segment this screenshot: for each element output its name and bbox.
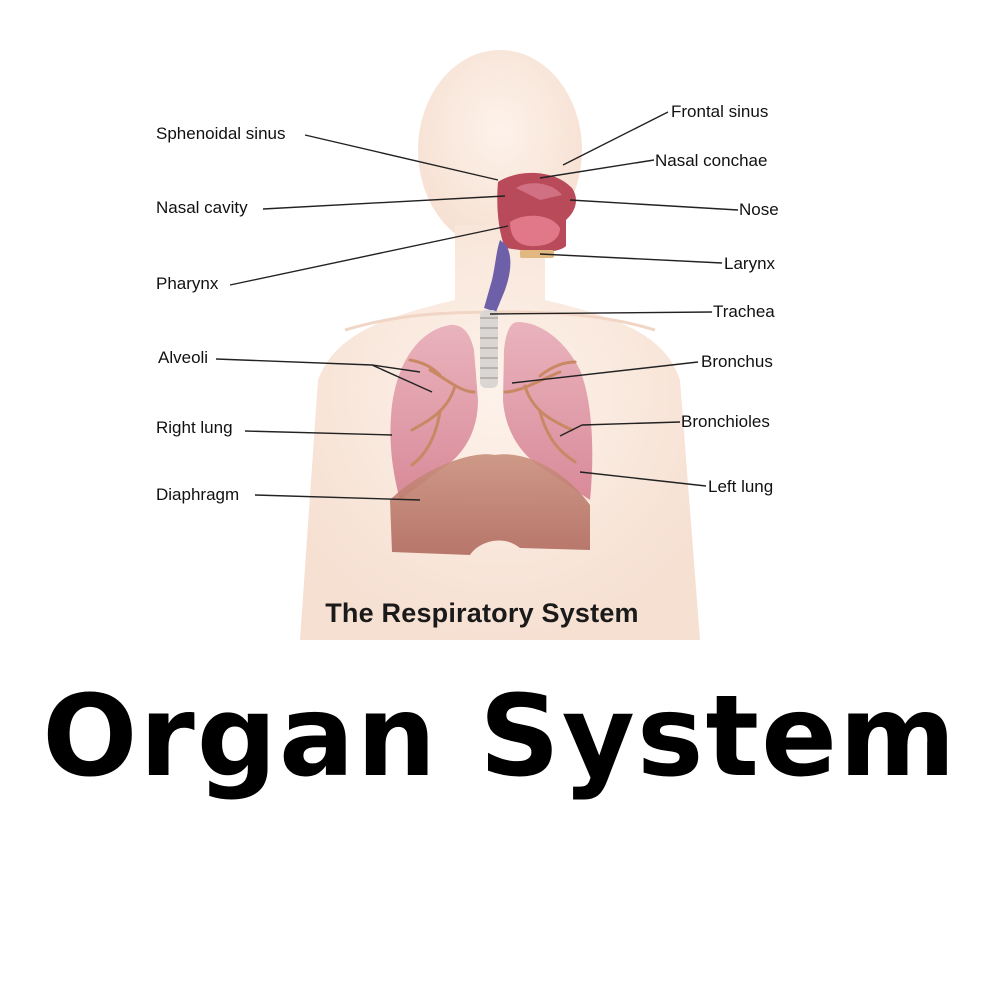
label-bronchioles: Bronchioles: [681, 412, 770, 431]
label-alveoli: Alveoli: [158, 348, 209, 367]
right-lung: [390, 324, 478, 500]
label-nasal-conchae: Nasal conchae: [655, 151, 768, 170]
page-heading: Organ System: [42, 672, 958, 802]
label-larynx: Larynx: [724, 254, 776, 273]
respiratory-system-illustration: [215, 50, 739, 640]
diaphragm: [390, 454, 590, 555]
label-pharynx: Pharynx: [156, 274, 219, 293]
label-nasal-cavity: Nasal cavity: [156, 198, 248, 217]
head-airways: [497, 172, 577, 258]
label-left-lung: Left lung: [708, 477, 774, 496]
pharynx-tube: [484, 240, 511, 312]
label-diaphragm: Diaphragm: [156, 485, 240, 504]
trachea: [480, 310, 498, 388]
label-sphenoidal-sinus: Sphenoidal sinus: [156, 124, 286, 143]
label-trachea: Trachea: [713, 302, 775, 321]
label-right-lung: Right lung: [156, 418, 233, 437]
label-bronchus: Bronchus: [701, 352, 773, 371]
label-frontal-sinus: Frontal sinus: [671, 102, 769, 121]
label-nose: Nose: [739, 200, 779, 219]
diagram-title: The Respiratory System: [325, 598, 639, 628]
left-lung: [503, 322, 593, 500]
leader-lines: [215, 111, 739, 501]
body-silhouette: [300, 50, 700, 640]
